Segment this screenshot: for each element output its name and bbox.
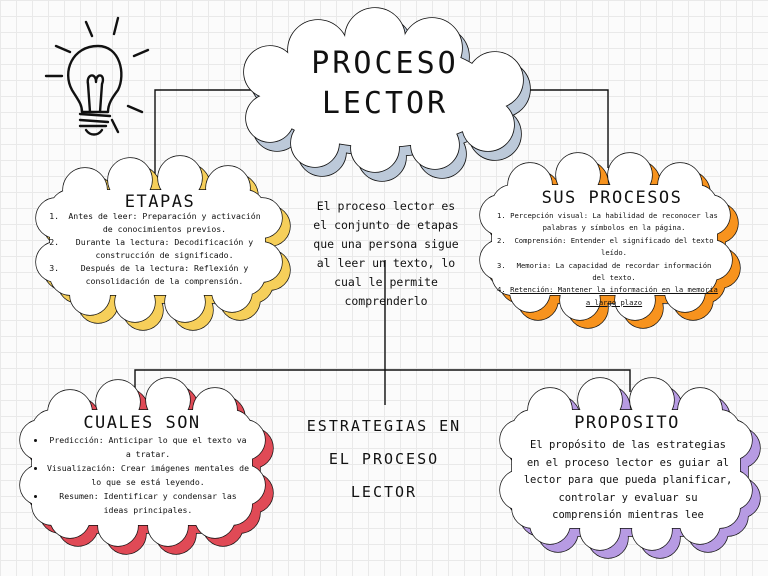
estrategias-title: ESTRATEGIAS EN EL PROCESO LECTOR (306, 417, 462, 501)
center-description: El proceso lector es el conjunto de etap… (313, 199, 459, 308)
list-item: Visualización: Crear imágenes mentales d… (46, 461, 250, 489)
list-item: Después de la lectura: Reflexión y conso… (64, 262, 265, 288)
list-item: Comprensión: Entender el significado del… (510, 235, 718, 260)
cuales-title: CUALES SON (83, 413, 201, 433)
list-item: Retención: Mantener la información en la… (510, 284, 718, 309)
proposito-text: El propósito de las estrategias en el pr… (523, 439, 733, 521)
list-item: Antes de leer: Preparación y activación … (64, 210, 265, 236)
list-item: Resumen: Identificar y condensar las ide… (46, 489, 250, 517)
procesos-title: SUS PROCESOS (541, 188, 683, 208)
page-title: PROCESO LECTOR (311, 46, 459, 121)
procesos-list: Percepción visual: La habilidad de recon… (496, 210, 718, 309)
list-item: Predicción: Anticipar lo que el texto va… (46, 433, 250, 461)
etapas-title: ETAPAS (124, 192, 196, 212)
list-item: Durante la lectura: Decodificación y con… (64, 236, 265, 262)
list-item: Memoria: La capacidad de recordar inform… (510, 260, 718, 285)
proposito-title: PROPOSITO (574, 413, 680, 433)
cuales-list: Predicción: Anticipar lo que el texto va… (36, 433, 250, 517)
etapas-list: Antes de leer: Preparación y activación … (50, 210, 265, 288)
list-item: Percepción visual: La habilidad de recon… (510, 210, 718, 235)
